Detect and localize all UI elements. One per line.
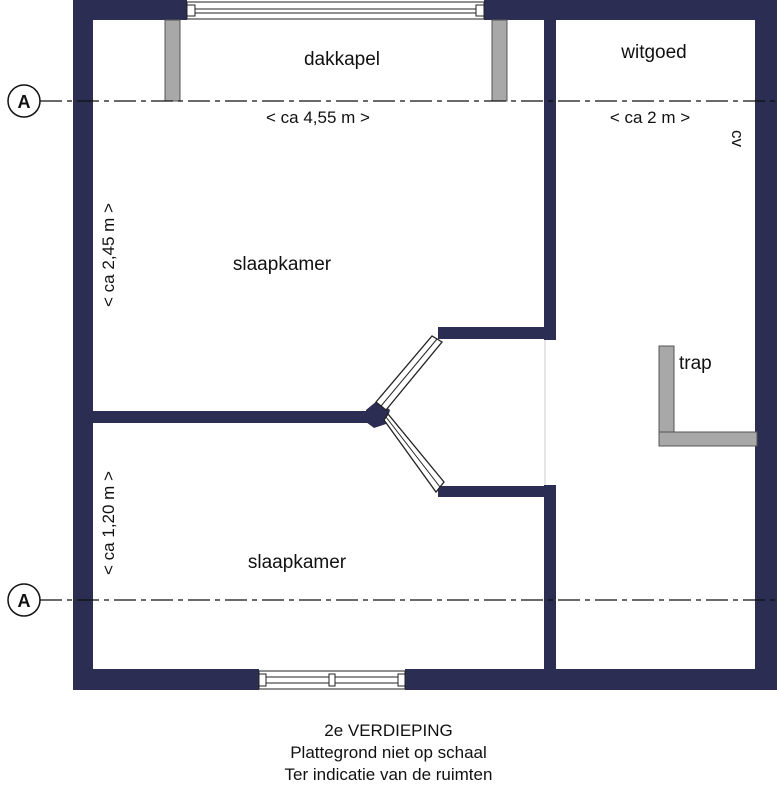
room-label-slaapkamer-top: slaapkamer: [233, 254, 332, 275]
caption-not-to-scale: Plattegrond niet op schaal: [290, 743, 487, 762]
wall-left: [73, 0, 93, 690]
room-label-witgoed: witgoed: [620, 42, 687, 63]
interior-walls: [93, 20, 556, 669]
section-marker-bottom-label: A: [18, 591, 31, 611]
window-top: [186, 1, 485, 20]
dimension-height-bottom: < ca 1,20 m >: [99, 471, 118, 575]
stair-walls: [658, 345, 758, 447]
room-label-slaapkamer-bottom: slaapkamer: [248, 552, 347, 573]
angled-doors: [375, 335, 546, 494]
dimension-width-main: < ca 4,55 m >: [266, 108, 370, 127]
wall-stub-upper: [438, 327, 556, 339]
dimension-height-top: < ca 2,45 m >: [99, 203, 118, 307]
caption-floor: 2e VERDIEPING: [324, 721, 453, 740]
wall-stub-lower: [438, 486, 556, 497]
stair-wall-vertical: [658, 345, 675, 447]
dimension-width-side: < ca 2 m >: [610, 108, 690, 127]
dormer-wall-right: [491, 19, 508, 102]
wall-bottom-right: [405, 669, 777, 690]
stair-wall-horizontal: [658, 431, 758, 447]
section-marker-top-label: A: [18, 92, 31, 112]
outer-walls: [73, 0, 777, 690]
wall-vertical-lower: [544, 485, 556, 669]
window-bottom: [258, 670, 406, 690]
room-label-cv: cv: [728, 130, 747, 148]
wall-bottom-left: [73, 669, 259, 690]
wall-right: [755, 0, 777, 690]
plan-caption: 2e VERDIEPING Plattegrond niet op schaal…: [0, 720, 777, 786]
wall-vertical-upper: [544, 20, 556, 340]
caption-indication: Ter indicatie van de ruimten: [284, 765, 493, 784]
dormer-wall-left: [164, 19, 181, 102]
room-label-dakkapel: dakkapel: [304, 49, 380, 70]
floor-plan: A A dakkapel witgoed slaapkamer slaapkam…: [7, 0, 777, 690]
section-marker-bottom: A: [7, 583, 41, 617]
room-label-trap: trap: [679, 353, 712, 374]
section-lines: [40, 100, 777, 601]
wall-horizontal-middle: [93, 411, 373, 423]
wall-top-right: [484, 0, 777, 20]
section-marker-top: A: [7, 84, 41, 118]
wall-top-left: [73, 0, 187, 20]
